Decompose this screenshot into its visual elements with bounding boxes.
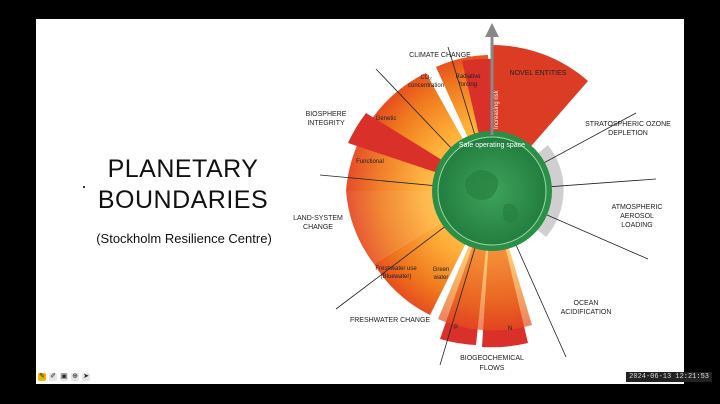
- label-functional: Functional: [356, 159, 384, 165]
- title-line-1: PLANETARY: [107, 155, 259, 183]
- label-freshwater: FRESHWATER CHANGE: [350, 317, 430, 324]
- mouse-cursor: [83, 186, 85, 188]
- timestamp-overlay: 2024-06-13 12:21:53: [626, 372, 712, 382]
- label-bluewater-2: (Bluewater): [381, 274, 412, 280]
- label-aerosol-2: AEROSOL: [620, 213, 654, 220]
- planetary-boundaries-diagram: Safe operating space Increasing risk CLI…: [293, 23, 671, 372]
- sub-labels: CO₂ concentration Radiative forcing Gene…: [356, 74, 512, 332]
- label-green-1: Green: [433, 267, 450, 273]
- safe-space-label: Safe operating space: [459, 142, 525, 149]
- label-radiative-1: Radiative: [455, 74, 481, 80]
- category-labels: CLIMATE CHANGE NOVEL ENTITIES STRATOSPHE…: [293, 52, 671, 372]
- edit-icon[interactable]: ✐: [49, 373, 57, 381]
- risk-label: Increasing risk: [494, 89, 500, 129]
- slide: PLANETARY BOUNDARIES (Stockholm Resilien…: [36, 19, 684, 384]
- label-biosphere-1: BIOSPHERE: [306, 111, 347, 118]
- label-co2-2: concentration: [408, 83, 444, 89]
- label-biosphere-2: INTEGRITY: [307, 120, 345, 127]
- label-land-2: CHANGE: [303, 224, 333, 231]
- label-biogeo-1: BIOGEOCHEMICAL: [460, 355, 524, 362]
- label-bluewater-1: Freshwater use: [375, 266, 417, 272]
- label-ocean-2: ACIDIFICATION: [561, 309, 612, 316]
- image-icon[interactable]: ▣: [60, 373, 68, 381]
- title-line-2: BOUNDARIES: [97, 186, 269, 214]
- forward-icon[interactable]: ➤: [82, 373, 90, 381]
- label-ocean-1: OCEAN: [574, 300, 599, 307]
- label-aerosol-1: ATMOSPHERIC: [612, 204, 663, 211]
- presentation-toolbar: [0, 371, 720, 385]
- label-green-2: water: [433, 275, 449, 281]
- risk-arrow-head: [485, 23, 499, 37]
- label-land-1: LAND-SYSTEM: [293, 215, 343, 222]
- label-n: N: [508, 326, 512, 332]
- label-radiative-2: forcing: [459, 82, 477, 88]
- globe-landmass: [465, 170, 519, 223]
- label-biogeo-2: FLOWS: [480, 365, 505, 372]
- label-ozone-1: STRATOSPHERIC OZONE: [585, 121, 671, 128]
- label-p: P: [454, 325, 458, 331]
- zoom-icon[interactable]: ⊕: [71, 373, 79, 381]
- slide-subtitle: (Stockholm Resilience Centre): [96, 231, 272, 246]
- label-aerosol-3: LOADING: [621, 222, 653, 229]
- label-climate-change: CLIMATE CHANGE: [409, 52, 471, 59]
- toolbar-icons: ✎ ✐ ▣ ⊕ ➤: [38, 373, 90, 381]
- label-ozone-2: DEPLETION: [608, 130, 648, 137]
- label-co2-1: CO₂: [420, 75, 432, 81]
- wedge-biogeo-grad: [438, 191, 532, 331]
- label-novel-entities: NOVEL ENTITIES: [510, 70, 567, 77]
- pen-icon[interactable]: ✎: [38, 373, 46, 381]
- slide-title: PLANETARY BOUNDARIES: [88, 154, 278, 216]
- label-genetic: Genetic: [376, 116, 397, 122]
